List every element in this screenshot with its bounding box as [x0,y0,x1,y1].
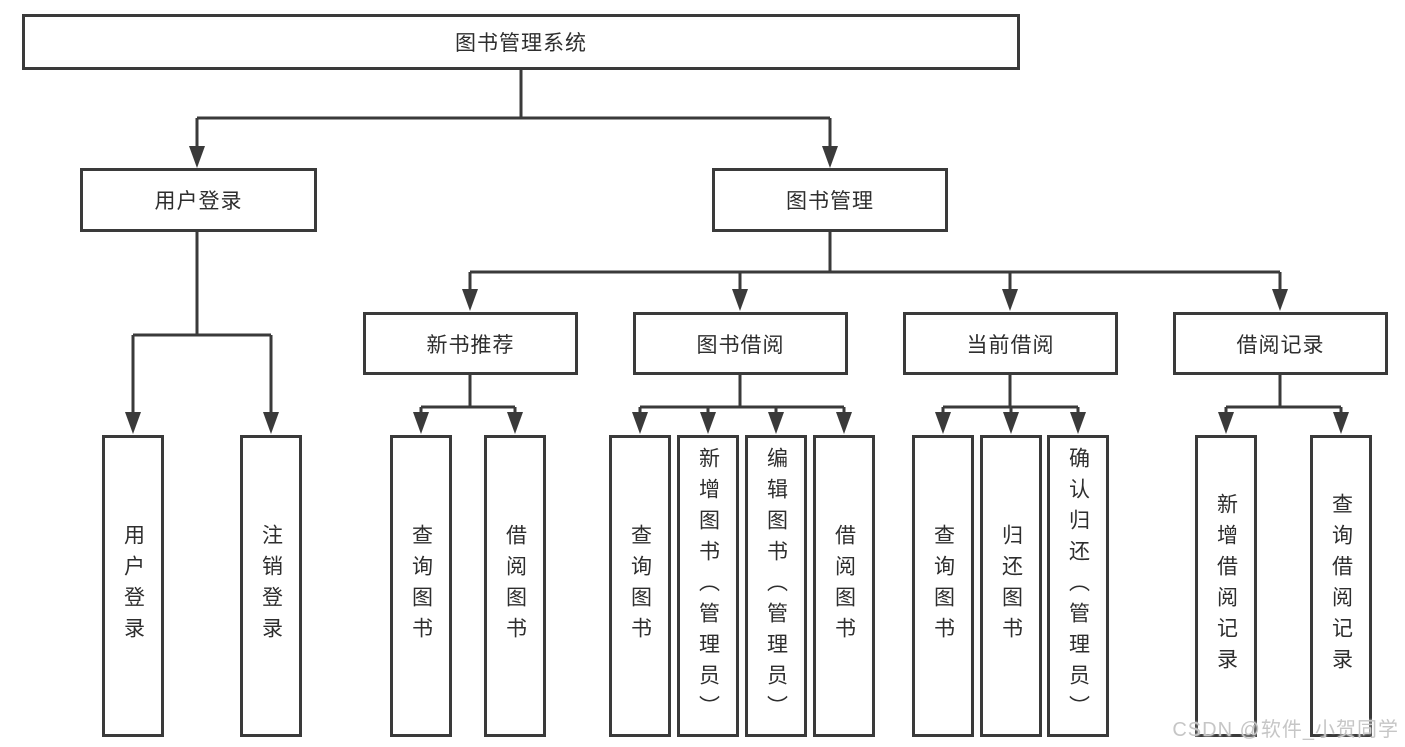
watermark: CSDN @软件_小贺同学 [1172,719,1399,741]
leaf-borrow-books: 借阅图书 [813,435,875,737]
node-library-system: 图书管理系统 [22,14,1020,70]
node-library-system-label: 图书管理系统 [455,32,587,55]
leaf-borrow-query-books: 查询图书 [609,435,671,737]
leaf-logout-label: 注销登录 [259,524,283,648]
leaf-return-books: 归还图书 [980,435,1042,737]
leaf-edit-books-admin: 编辑图书（管理员） [745,435,807,737]
node-borrow-records-label: 借阅记录 [1236,333,1325,357]
leaf-query-borrow-record: 查询借阅记录 [1310,435,1372,737]
node-book-management: 图书管理 [712,168,948,232]
leaf-newbook-query-books: 查询图书 [390,435,452,737]
leaf-query-borrow-record-label: 查询借阅记录 [1329,493,1353,679]
arrowheads [125,146,1349,434]
leaf-edit-books-admin-label: 编辑图书（管理员） [764,446,788,726]
leaf-current-query-books-label: 查询图书 [931,524,955,648]
node-new-book-recommend-label: 新书推荐 [426,333,515,357]
leaf-current-query-books: 查询图书 [912,435,974,737]
leaf-add-borrow-record-label: 新增借阅记录 [1214,493,1238,679]
node-new-book-recommend: 新书推荐 [363,312,578,375]
leaf-confirm-return-admin: 确认归还（管理员） [1047,435,1109,737]
node-user-login-label: 用户登录 [154,190,243,213]
leaf-confirm-return-admin-label: 确认归还（管理员） [1066,446,1090,726]
leaf-borrow-books-label: 借阅图书 [832,524,856,648]
node-current-borrow: 当前借阅 [903,312,1118,375]
leaf-borrow-query-books-label: 查询图书 [628,524,652,648]
leaf-add-books-admin-label: 新增图书（管理员） [696,446,720,726]
leaf-newbook-borrow-books: 借阅图书 [484,435,546,737]
leaf-return-books-label: 归还图书 [999,524,1023,648]
node-user-login: 用户登录 [80,168,317,232]
node-book-management-label: 图书管理 [786,190,874,213]
node-borrow-records: 借阅记录 [1173,312,1388,375]
node-book-borrow: 图书借阅 [633,312,848,375]
leaf-newbook-query-books-label: 查询图书 [409,524,433,648]
node-book-borrow-label: 图书借阅 [696,333,785,357]
connector-path [131,70,1343,414]
leaf-user-login-label: 用户登录 [121,524,145,648]
leaf-user-login: 用户登录 [102,435,164,737]
node-current-borrow-label: 当前借阅 [966,333,1055,357]
leaf-add-books-admin: 新增图书（管理员） [677,435,739,737]
leaf-logout: 注销登录 [240,435,302,737]
leaf-add-borrow-record: 新增借阅记录 [1195,435,1257,737]
leaf-newbook-borrow-books-label: 借阅图书 [503,524,527,648]
